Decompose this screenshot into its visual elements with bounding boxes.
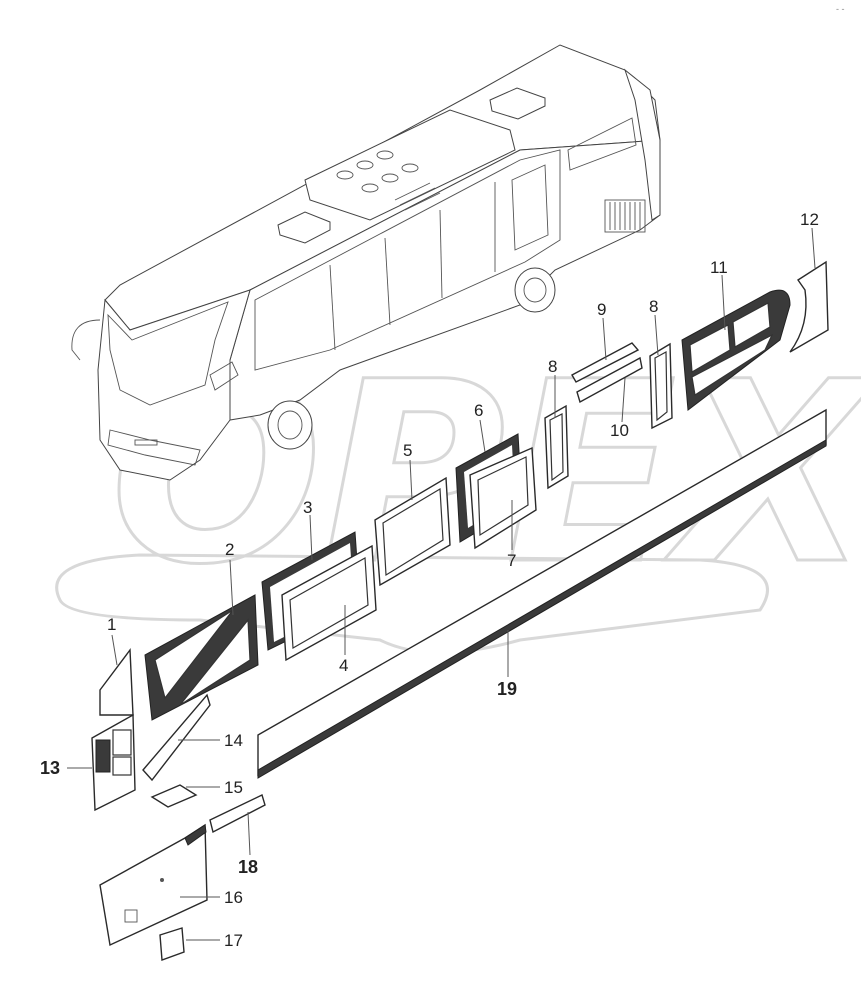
callout-10: 10 xyxy=(610,421,629,440)
right-mirror xyxy=(209,361,239,391)
callout-8b: 8 xyxy=(649,297,658,316)
callout-2: 2 xyxy=(225,540,234,559)
part-8-narrow-window-front xyxy=(544,404,569,490)
callout-6: 6 xyxy=(474,401,483,420)
roof-hatch-front xyxy=(277,211,331,244)
callout-4: 4 xyxy=(339,656,348,675)
part-9-trim-strip xyxy=(571,342,640,383)
callout-16: 16 xyxy=(224,888,243,907)
rear-wheel xyxy=(514,267,556,313)
callout-17: 17 xyxy=(224,931,243,950)
part-12-rear-corner-glass xyxy=(789,260,829,353)
callout-5: 5 xyxy=(403,441,412,460)
callout-13: 13 xyxy=(40,758,60,778)
part-19-side-trim-strip xyxy=(257,408,827,779)
callout-11: 11 xyxy=(710,258,728,277)
part-8-narrow-window-rear xyxy=(649,342,673,430)
part-16-lower-front-panel xyxy=(99,823,208,947)
roof-hatch-rear xyxy=(489,87,546,120)
callout-18: 18 xyxy=(238,857,258,877)
callout-3: 3 xyxy=(303,498,312,517)
part-2-front-side-window xyxy=(144,594,259,721)
part-4-side-window xyxy=(281,544,377,662)
part-15-flap xyxy=(150,784,198,808)
leader-lines xyxy=(67,227,816,941)
part-17-cover xyxy=(159,927,185,961)
part-11-rear-side-window xyxy=(681,289,791,411)
left-mirror xyxy=(71,319,101,361)
roof-ac-unit xyxy=(304,109,516,221)
part-18-plate xyxy=(209,794,266,834)
part-10-trim-strip xyxy=(576,356,643,404)
part-7-side-window xyxy=(469,446,537,550)
callout-9: 9 xyxy=(597,300,606,319)
callout-1: 1 xyxy=(107,615,116,634)
engine-grille xyxy=(604,199,646,233)
part-14-pillar-trim xyxy=(142,693,211,782)
part-5-side-window xyxy=(374,476,451,587)
bus-illustration xyxy=(71,44,661,481)
corner-mark: - - xyxy=(836,4,845,14)
front-wheel xyxy=(267,400,313,450)
part-13-driver-panel xyxy=(91,713,136,812)
callout-14: 14 xyxy=(224,731,243,750)
callout-15: 15 xyxy=(224,778,243,797)
callout-12: 12 xyxy=(800,210,819,229)
callout-labels: 1 2 3 4 5 6 7 8 8 9 10 11 12 13 14 15 16… xyxy=(40,210,819,950)
callout-19: 19 xyxy=(497,679,517,699)
callout-7: 7 xyxy=(507,551,516,570)
callout-8a: 8 xyxy=(548,357,557,376)
